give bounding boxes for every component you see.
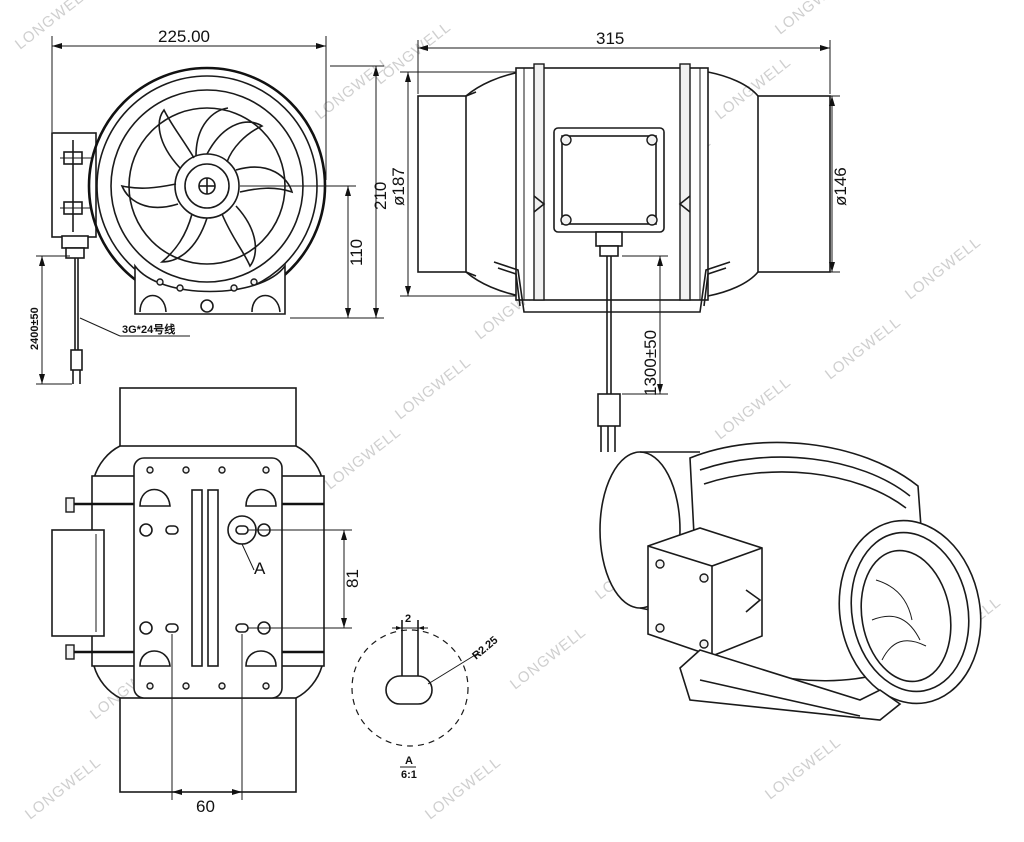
side-right-collar xyxy=(757,95,831,273)
detail-scale-value: 6:1 xyxy=(401,769,417,781)
iso-junction-box xyxy=(647,527,763,657)
side-view: 315 ø187 ø146 1300±50 xyxy=(389,29,850,452)
detail-a-slot xyxy=(385,675,433,705)
watermark: LONGWELL xyxy=(392,354,474,424)
isometric-view xyxy=(599,441,982,721)
detail-a-view: 2 R2.25 A 6:1 xyxy=(351,613,500,781)
watermark: LONGWELL xyxy=(322,424,404,494)
dim-side-length: 315 xyxy=(596,29,624,48)
watermark: LONGWELL xyxy=(902,234,984,304)
side-cable-plug xyxy=(597,393,621,427)
side-clamp-left xyxy=(533,63,545,301)
watermark: LONGWELL xyxy=(12,0,94,53)
watermark: LONGWELL xyxy=(822,314,904,384)
detail-a-label: A xyxy=(254,559,266,578)
front-cable-plug xyxy=(70,349,83,371)
watermark: LONGWELL xyxy=(762,734,844,804)
front-view: 225.00 210 110 2400±50 3G*24号线 xyxy=(29,27,390,385)
iso-foot-bracket xyxy=(679,649,902,721)
front-mounting-foot xyxy=(134,263,286,315)
dim-side-height: 210 xyxy=(371,182,390,210)
dim-side-cable-length: 1300±50 xyxy=(641,330,660,396)
dim-center-height: 110 xyxy=(347,239,366,266)
dim-detail-radius: R2.25 xyxy=(470,634,500,662)
bottom-junction-box xyxy=(51,529,105,637)
side-junction-box xyxy=(553,127,665,233)
side-left-collar xyxy=(417,95,467,273)
fan-blades xyxy=(120,107,294,268)
detail-scale-label: A xyxy=(405,755,413,767)
watermark: LONGWELL xyxy=(507,624,589,694)
detail-a-circle xyxy=(351,629,469,747)
side-clamp-right xyxy=(679,63,691,301)
dim-detail-width: 2 xyxy=(405,613,411,625)
watermark: LONGWELL xyxy=(372,19,454,89)
dim-side-duct-diameter: ø146 xyxy=(831,167,850,206)
watermark: LONGWELL xyxy=(22,754,104,824)
bottom-lower-collar xyxy=(119,697,297,793)
watermark: LONGWELL xyxy=(422,754,504,824)
watermark: LONGWELL xyxy=(772,0,854,38)
bottom-top-collar xyxy=(119,387,297,447)
watermark: LONGWELL xyxy=(712,374,794,444)
dim-bottom-width: 60 xyxy=(196,797,215,816)
dim-front-width: 225.00 xyxy=(158,27,210,46)
dim-front-cable-length: 2400±50 xyxy=(29,307,41,350)
dim-hole-spacing: 81 xyxy=(343,569,362,588)
dim-side-outer-diameter: ø187 xyxy=(389,167,408,206)
cable-gland xyxy=(61,235,89,249)
cable-spec-label: 3G*24号线 xyxy=(122,322,175,336)
bottom-view: A 81 60 xyxy=(51,387,362,816)
